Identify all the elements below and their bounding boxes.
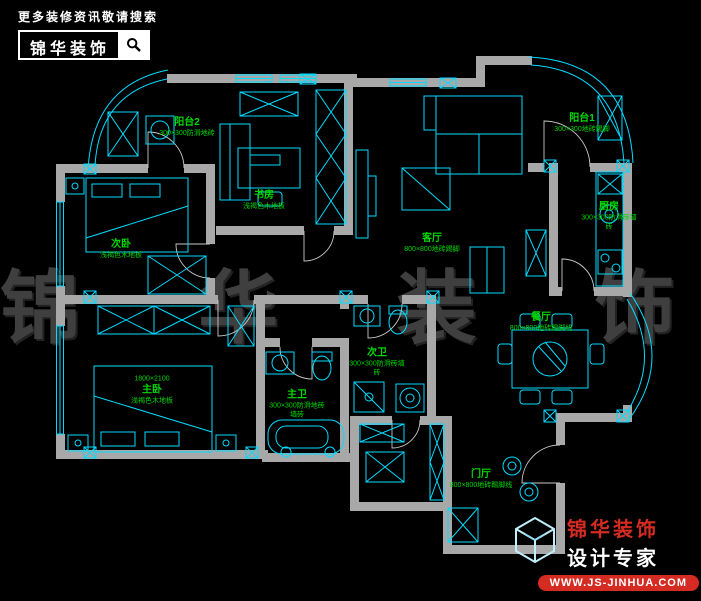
room-spec: 300×300地砖踢脚 bbox=[554, 125, 610, 133]
room-label-living-room: 客厅 800×800地砖踢脚 bbox=[404, 232, 459, 254]
room-name: 次卧 bbox=[111, 238, 131, 250]
search-icon bbox=[120, 32, 149, 58]
footer-website: WWW.JS-JINHUA.COM bbox=[537, 575, 699, 591]
room-name: 主卫 bbox=[287, 389, 307, 401]
storage-room-furniture bbox=[359, 423, 445, 501]
room-label-study: 书房 浅褐色木地板 bbox=[243, 189, 285, 211]
room-name: 门厅 bbox=[470, 468, 491, 480]
room-label-entry-hall: 门厅 800×800地砖踢脚线 bbox=[450, 468, 512, 490]
room-spec: 300×300防滑地砖 bbox=[159, 129, 215, 137]
master-bedroom-furniture bbox=[67, 305, 255, 453]
room-spec: 300×300防滑地砖墙砖 bbox=[269, 402, 325, 419]
balcony2-furniture bbox=[107, 111, 175, 157]
room-spec: 800×800地砖踢脚 bbox=[404, 245, 460, 253]
footer-brand: 锦华装饰 设计专家 bbox=[513, 513, 659, 571]
room-name: 主卧 bbox=[142, 384, 162, 396]
master-bath-furniture bbox=[265, 351, 345, 458]
room-label-dining-room: 餐厅 800×800地砖踢脚线 bbox=[510, 311, 572, 333]
balcony1-furniture bbox=[597, 95, 623, 141]
room-spec: 800×800地砖踢脚线 bbox=[509, 324, 573, 332]
room-label-master-bedroom: 1800×2100 主卧 浅褐色木地板 bbox=[131, 374, 173, 405]
room-spec: 浅褐色木地板 bbox=[131, 397, 173, 405]
search-hint-text: 更多装修资讯敬请搜索 bbox=[18, 10, 159, 24]
room-label-balcony-2: 阳台2 300×300防滑地砖 bbox=[159, 116, 214, 138]
room-name: 次卫 bbox=[367, 347, 387, 359]
room-name: 阳台2 bbox=[174, 116, 200, 128]
living-room-furniture bbox=[355, 95, 547, 294]
entry-hall-furniture bbox=[447, 456, 539, 543]
room-name: 书房 bbox=[254, 189, 274, 201]
room-label-master-bath: 主卫 300×300防滑地砖墙砖 bbox=[266, 388, 328, 419]
header-logo: 锦华装饰 bbox=[18, 30, 151, 60]
room-label-kitchen: 厨房 300×300防滑砖墙砖 bbox=[578, 200, 640, 231]
column-symbols bbox=[83, 73, 630, 459]
windows bbox=[56, 56, 653, 435]
room-name: 阳台1 bbox=[569, 112, 595, 124]
footer-brand-name: 锦华装饰 bbox=[567, 519, 659, 541]
cube-logo-icon bbox=[513, 516, 557, 569]
second-bath-furniture bbox=[353, 305, 425, 413]
room-spec: 浅褐色木地板 bbox=[243, 202, 285, 210]
bedroom2-furniture bbox=[65, 177, 207, 295]
room-name: 餐厅 bbox=[530, 311, 551, 323]
room-name: 厨房 bbox=[599, 201, 619, 213]
room-spec: 300×300防滑砖墙砖 bbox=[581, 214, 637, 231]
footer-brand-tagline: 设计专家 bbox=[567, 548, 659, 570]
room-spec: 300×300防滑砖墙砖 bbox=[349, 360, 405, 377]
dining-room-furniture bbox=[497, 313, 605, 405]
room-label-bedroom-2: 次卧 浅褐色木地板 bbox=[100, 238, 142, 260]
study-furniture bbox=[219, 89, 347, 225]
room-name: 客厅 bbox=[421, 232, 442, 244]
kitchen-furniture bbox=[595, 171, 624, 287]
room-spec: 浅褐色木地板 bbox=[100, 251, 142, 259]
room-spec: 800×800地砖踢脚线 bbox=[449, 481, 513, 489]
room-size: 1800×2100 bbox=[134, 375, 170, 383]
header-logo-text: 锦华装饰 bbox=[20, 32, 121, 58]
room-label-balcony-1: 阳台1 300×300地砖踢脚 bbox=[554, 112, 609, 134]
footer-brand-text: 锦华装饰 设计专家 bbox=[567, 513, 659, 571]
room-label-second-bath: 次卫 300×300防滑砖墙砖 bbox=[346, 346, 408, 377]
